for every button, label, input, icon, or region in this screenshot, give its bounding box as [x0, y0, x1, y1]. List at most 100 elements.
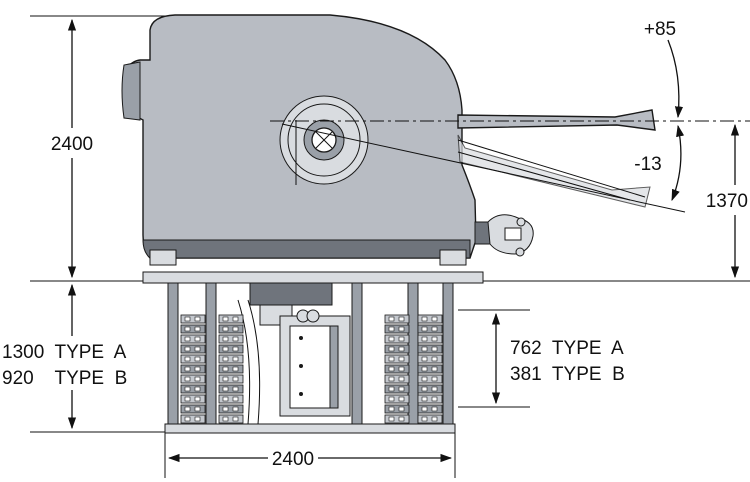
control-cabinet: [279, 309, 351, 417]
terminal-slot: [184, 386, 191, 392]
terminal-slot: [184, 416, 191, 422]
dimension-base-width-label: 2400: [272, 449, 314, 470]
dimension-pedestal-height: 1300 TYPE A 920 TYPE B: [2, 283, 127, 430]
terminal-slot: [194, 406, 201, 412]
terminal-slot: [222, 366, 229, 372]
terminal-slot: [184, 346, 191, 352]
terminal-block: [417, 404, 443, 414]
elevation-min-annotation: -13: [634, 124, 685, 202]
terminal-block: [417, 374, 443, 384]
terminal-slot: [222, 376, 229, 382]
dimension-gun-height-label: 2400: [51, 134, 93, 155]
terminal-block: [180, 404, 206, 414]
terminal-block: [180, 374, 206, 384]
terminal-slot: [232, 386, 239, 392]
terminal-block: [180, 414, 206, 424]
terminal-slot: [421, 316, 428, 322]
terminal-block: [384, 364, 410, 374]
terminal-slot: [388, 356, 395, 362]
terminal-slot: [398, 346, 405, 352]
terminal-slot: [421, 386, 428, 392]
terminal-slot: [184, 356, 191, 362]
terminal-slot: [388, 326, 395, 332]
gun-barrel: [457, 109, 656, 208]
terminal-slot: [431, 386, 438, 392]
terminal-slot: [388, 346, 395, 352]
deck-plate: [142, 271, 484, 284]
terminal-block: [218, 354, 244, 364]
terminal-block: [417, 364, 443, 374]
terminal-slot: [232, 326, 239, 332]
pedestal: [167, 282, 454, 425]
terminal-slot: [222, 326, 229, 332]
terminal-block: [384, 374, 410, 384]
terminal-slot: [421, 336, 428, 342]
terminal-block: [218, 324, 244, 334]
terminal-slot: [232, 356, 239, 362]
terminal-slot: [431, 356, 438, 362]
terminal-block: [384, 394, 410, 404]
depression-axis-line: [281, 123, 686, 213]
terminal-block: [218, 334, 244, 344]
terminal-block: [384, 354, 410, 364]
terminal-slot: [232, 396, 239, 402]
terminal-slot: [421, 396, 428, 402]
terminal-block: [180, 314, 206, 324]
terminal-block: [417, 334, 443, 344]
terminal-slot: [431, 316, 438, 322]
terminal-slot: [398, 396, 405, 402]
terminal-slot: [222, 396, 229, 402]
terminal-slot: [398, 366, 405, 372]
terminal-block: [384, 404, 410, 414]
terminal-slot: [194, 326, 201, 332]
elevation-max-annotation: +85: [644, 19, 684, 119]
terminal-slot: [194, 356, 201, 362]
terminal-slot: [222, 346, 229, 352]
terminal-slot: [431, 336, 438, 342]
terminal-slot: [431, 416, 438, 422]
terminal-slot: [194, 316, 201, 322]
terminal-block: [180, 384, 206, 394]
terminal-block: [218, 374, 244, 384]
terminal-slot: [184, 366, 191, 372]
terminal-block: [218, 404, 244, 414]
terminal-block: [417, 394, 443, 404]
elevation-min-label: -13: [634, 154, 661, 175]
terminal-slot: [421, 356, 428, 362]
terminal-slot: [222, 416, 229, 422]
terminal-slot: [222, 316, 229, 322]
terminal-slot: [421, 366, 428, 372]
terminal-slot: [232, 416, 239, 422]
terminal-slot: [431, 376, 438, 382]
terminal-block: [180, 364, 206, 374]
terminal-slot: [398, 356, 405, 362]
terminal-slot: [421, 346, 428, 352]
terminal-slot: [421, 326, 428, 332]
terminal-block: [384, 324, 410, 334]
terminal-slot: [431, 396, 438, 402]
terminal-slot: [431, 406, 438, 412]
terminal-slot: [232, 316, 239, 322]
terminal-block: [218, 314, 244, 324]
terminal-slot: [232, 376, 239, 382]
terminal-slot: [431, 366, 438, 372]
terminal-block: [384, 344, 410, 354]
terminal-block: [218, 344, 244, 354]
terminal-block: [384, 334, 410, 344]
terminal-slot: [232, 346, 239, 352]
terminal-slot: [388, 406, 395, 412]
terminal-block: [384, 314, 410, 324]
pedestal-panels: [180, 314, 443, 424]
dimension-cabinet-type-b: 381 TYPE B: [510, 364, 625, 385]
terminal-block: [417, 414, 443, 424]
terminal-slot: [421, 416, 428, 422]
terminal-block: [384, 414, 410, 424]
terminal-block: [218, 414, 244, 424]
terminal-block: [180, 324, 206, 334]
terminal-slot: [398, 316, 405, 322]
terminal-slot: [388, 386, 395, 392]
terminal-slot: [232, 336, 239, 342]
terminal-slot: [232, 406, 239, 412]
dimension-gun-height: 2400: [51, 18, 93, 279]
terminal-block: [417, 314, 443, 324]
